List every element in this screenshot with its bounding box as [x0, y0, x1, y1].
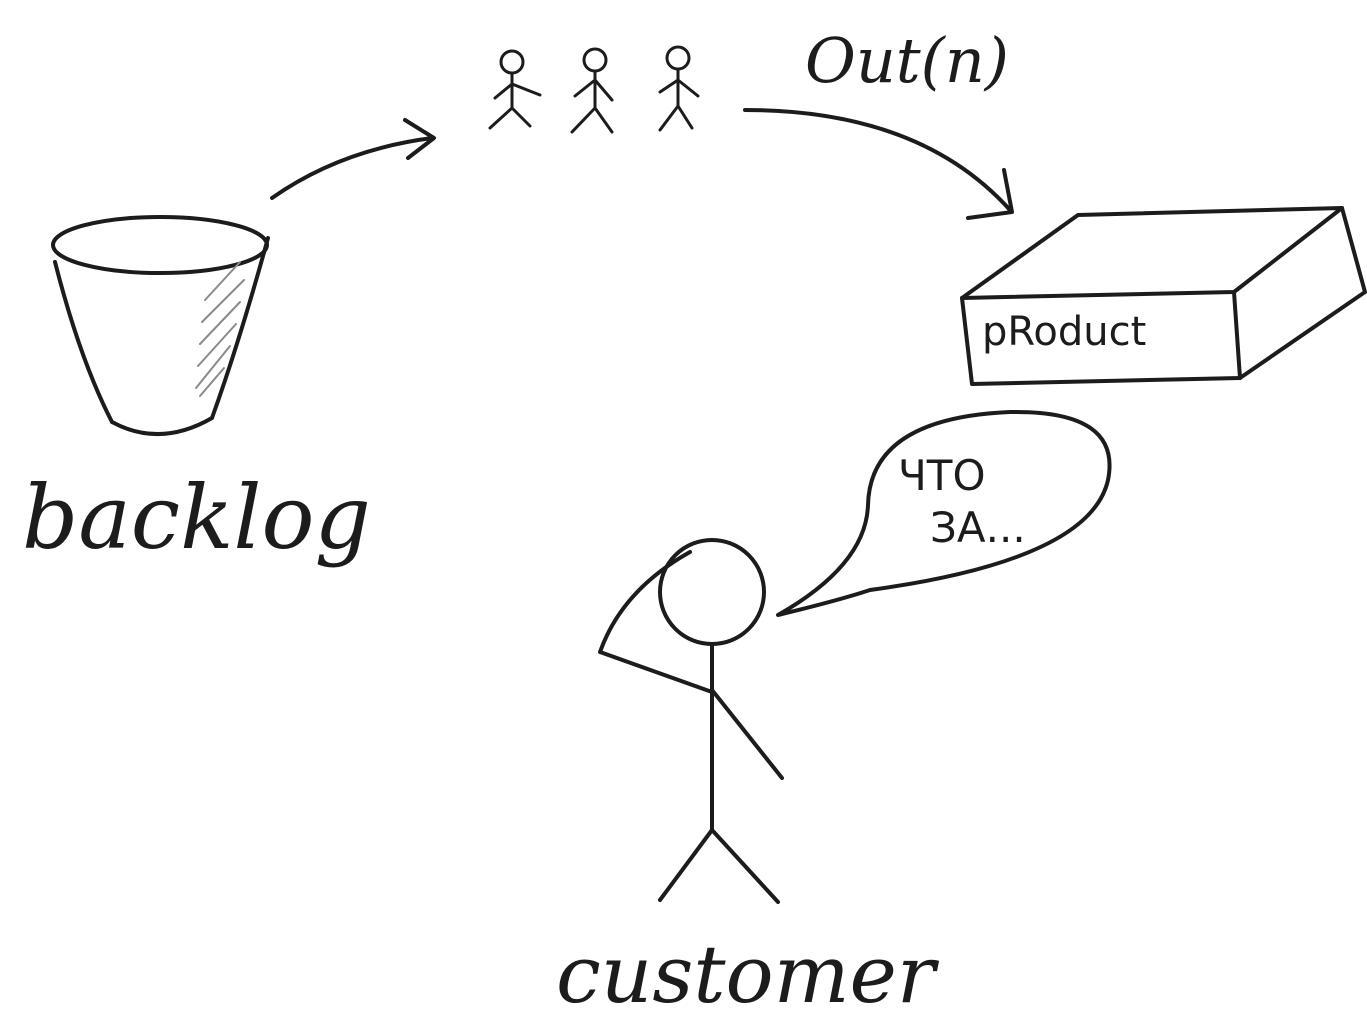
team-member-icon — [488, 49, 542, 130]
product-label: pRoduct — [982, 309, 1146, 355]
product-box-icon — [960, 206, 1367, 386]
team-member-icon — [570, 47, 614, 134]
team-member-icon — [658, 45, 700, 132]
speech-text-line1: ЧТО — [898, 451, 986, 500]
arrow-backlog-to-team-icon — [270, 118, 436, 200]
backlog-bucket-icon — [51, 215, 270, 437]
team-figures-icon — [488, 45, 700, 134]
out-n-label: Out(n) — [805, 24, 1009, 97]
customer-label: customer — [556, 928, 940, 1021]
speech-bubble-icon — [776, 409, 1112, 617]
arrow-team-to-product-icon — [743, 108, 1014, 220]
speech-text-line2: ЗА... — [930, 503, 1026, 552]
customer-figure-icon — [598, 538, 784, 904]
backlog-label: backlog — [22, 466, 371, 569]
